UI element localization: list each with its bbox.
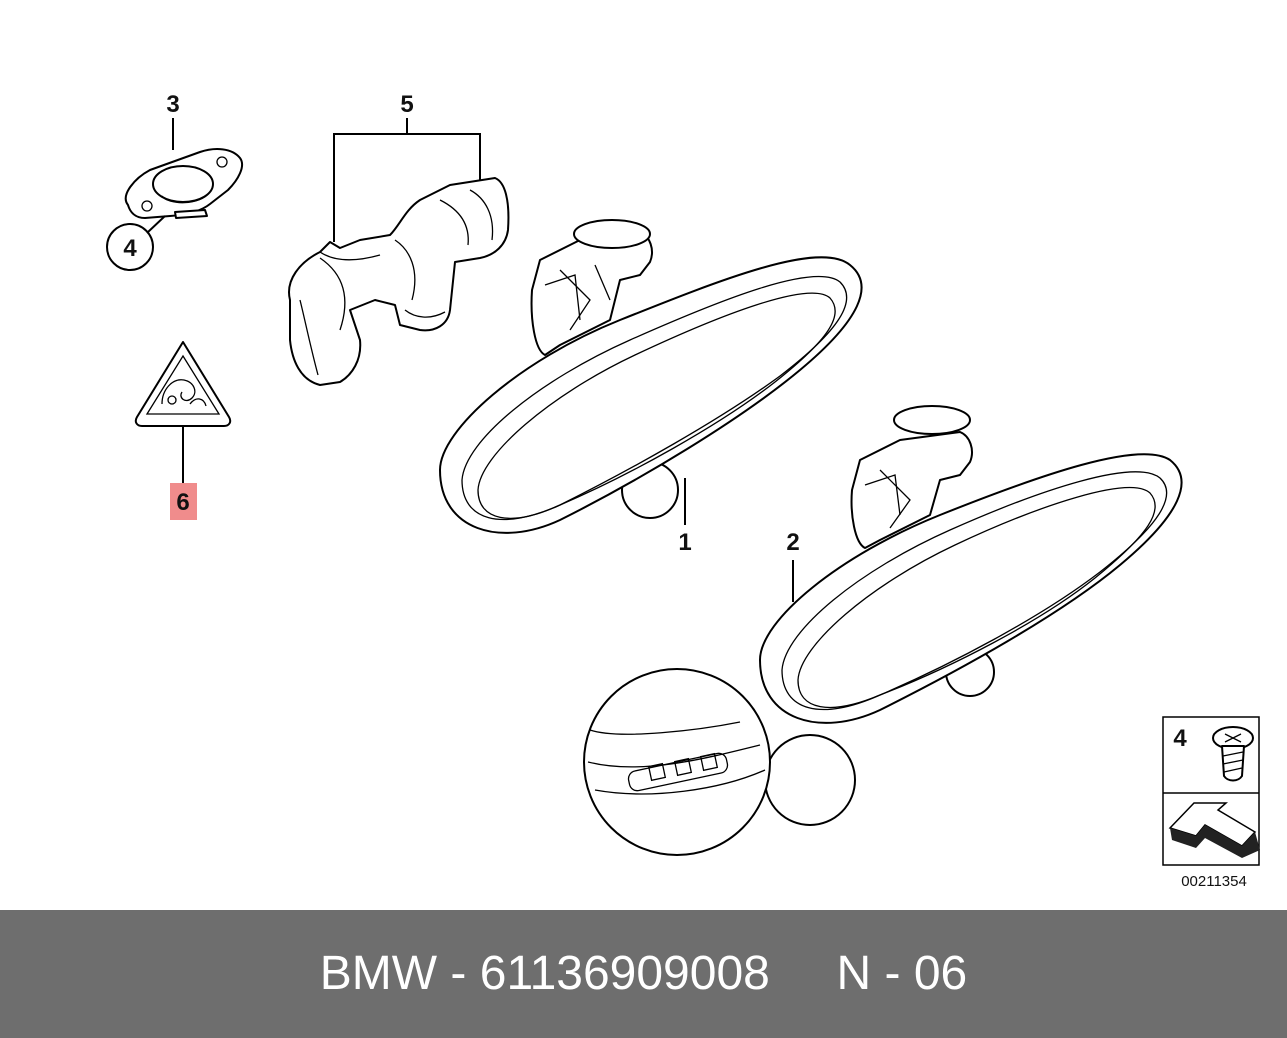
detail-magnifier — [583, 668, 856, 856]
warning-triangle-icon[interactable] — [134, 341, 232, 427]
part-number-caption: BMW - 61136909008 N - 06 — [319, 947, 968, 1000]
screw-icon — [1212, 726, 1254, 782]
arrow-icon — [1168, 802, 1260, 858]
legend-callout-4: 4 — [1173, 725, 1187, 752]
gasket-part[interactable] — [124, 148, 244, 219]
parts-diagram: 3 4 5 6 1 — [106, 91, 1260, 890]
callout-6-highlight — [170, 483, 197, 520]
footer-bar: BMW - 61136909008 N - 06 — [0, 910, 1287, 1038]
callout-4-circle — [106, 223, 154, 271]
diagram-number: 00211354 — [1181, 873, 1247, 890]
callout-3: 3 — [166, 91, 179, 118]
mirror-cover-part[interactable] — [288, 177, 510, 386]
callout-4: 4 — [123, 235, 137, 262]
mirror-assembly-2[interactable] — [759, 405, 1183, 724]
callout-6: 6 — [176, 489, 189, 516]
legend-box — [1162, 716, 1260, 866]
callout-1: 1 — [678, 529, 691, 556]
mirror-assembly-1[interactable] — [439, 219, 863, 534]
callout-5: 5 — [400, 91, 413, 118]
callout-2: 2 — [786, 529, 799, 556]
